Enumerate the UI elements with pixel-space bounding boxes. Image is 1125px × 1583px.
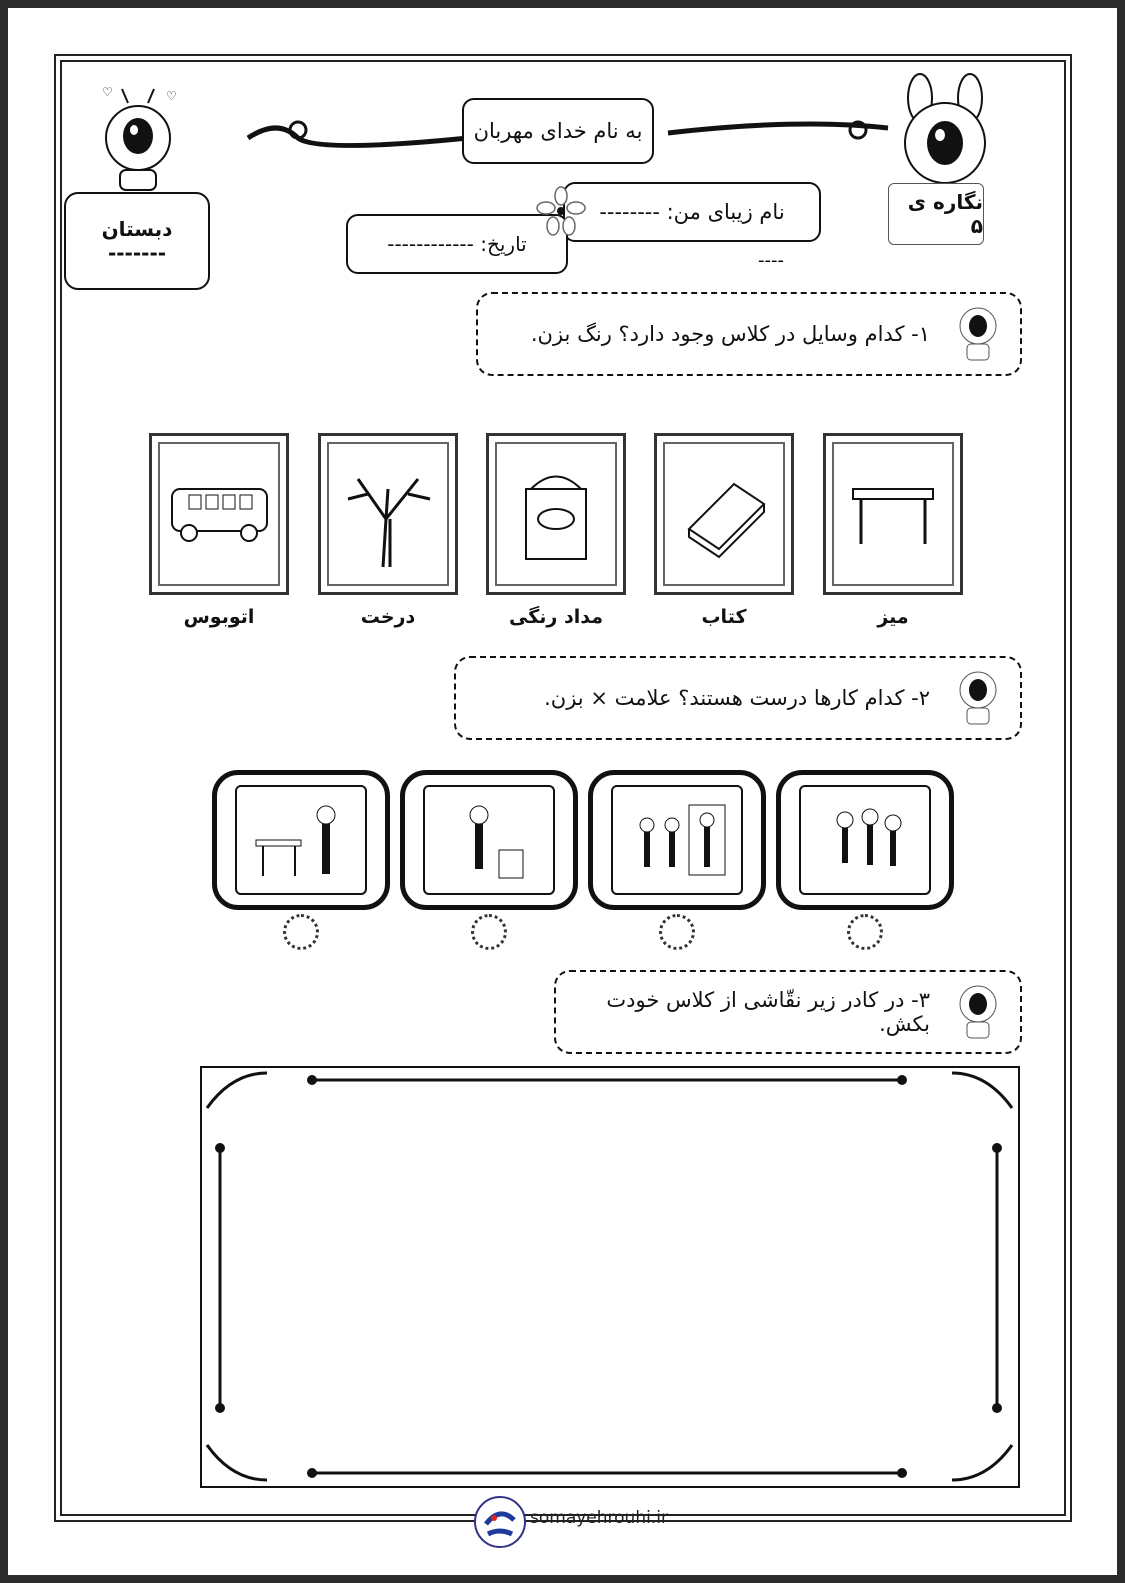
students-pushing-icon	[836, 808, 902, 866]
answer-circle-4[interactable]	[283, 914, 319, 950]
drawing-frame-ornament-icon	[205, 1071, 1014, 1482]
school-blank[interactable]: -------	[107, 241, 167, 265]
title-scroll-ornament-icon	[246, 120, 889, 148]
scene-frame	[588, 770, 766, 910]
item-label: کتاب	[701, 606, 747, 628]
item-frame-crayons[interactable]	[486, 433, 626, 595]
site-logo-icon	[474, 1496, 526, 1548]
reindeer-mascot-icon: ♡♡	[102, 85, 177, 191]
school-box: دبستان -------	[64, 192, 210, 290]
question-1-box: ۱- کدام وسایل در کلاس وجود دارد؟ رنگ بزن…	[476, 292, 1022, 376]
answer-circle-1[interactable]	[847, 914, 883, 950]
scene-frame	[776, 770, 954, 910]
boy-littering-icon	[255, 805, 336, 876]
item-frame-desk[interactable]	[823, 433, 963, 595]
drawing-area[interactable]	[200, 1066, 1020, 1488]
crayons-icon	[525, 475, 587, 560]
item-frame-bus[interactable]	[149, 433, 289, 595]
question-3-text: ۳- در کادر زیر نقّاشی از کلاس خودت بکش.	[606, 988, 930, 1036]
book-icon	[687, 482, 766, 559]
item-label: مداد رنگی	[509, 606, 603, 628]
reindeer-mascot-icon	[904, 73, 986, 184]
date-field[interactable]: تاریخ: ------------	[346, 214, 568, 274]
item-label: میز	[877, 606, 909, 628]
svg-text:♡: ♡	[102, 85, 113, 99]
question-2-box: ۲- کدام کارها درست هستند؟ علامت × بزن.	[454, 656, 1022, 740]
scene-frame	[212, 770, 390, 910]
reindeer-mascot-icon	[959, 307, 997, 361]
footer-site-link[interactable]: somayehrouhi.ir	[530, 1508, 668, 1528]
answer-circle-3[interactable]	[471, 914, 507, 950]
name-blank-continuation: ----	[758, 250, 784, 271]
reindeer-mascot-icon	[959, 985, 997, 1039]
sheet-number-label: نگاره ی ۵	[888, 183, 984, 245]
worksheet-page: ♡♡ نگاره ی ۵ به نام خدای مهربان دبستان -…	[8, 8, 1117, 1575]
question-3-box: ۳- در کادر زیر نقّاشی از کلاس خودت بکش.	[554, 970, 1022, 1054]
name-field[interactable]: نام زیبای من: --------	[563, 182, 821, 242]
desk-icon	[852, 488, 934, 544]
page-border-inner	[60, 60, 1066, 1516]
boy-throwing-trash-icon	[469, 805, 524, 879]
scene-frame	[400, 770, 578, 910]
tree-icon	[347, 478, 431, 568]
page-title: به نام خدای مهربان	[462, 98, 654, 164]
bus-icon	[171, 488, 268, 542]
answer-circle-2[interactable]	[659, 914, 695, 950]
flower-icon	[536, 186, 586, 236]
item-label: درخت	[360, 606, 416, 628]
reindeer-mascot-icon	[959, 671, 997, 725]
page-border-outer	[54, 54, 1072, 1522]
item-frame-book[interactable]	[654, 433, 794, 595]
question-1-text: ۱- کدام وسایل در کلاس وجود دارد؟ رنگ بزن…	[530, 322, 930, 346]
students-walking-icon	[639, 804, 726, 876]
question-2-text: ۲- کدام کارها درست هستند؟ علامت × بزن.	[544, 686, 930, 710]
item-frame-tree[interactable]	[318, 433, 458, 595]
school-label: دبستان	[101, 217, 173, 241]
svg-text:♡: ♡	[166, 89, 177, 103]
item-label: اتوبوس	[183, 606, 255, 628]
